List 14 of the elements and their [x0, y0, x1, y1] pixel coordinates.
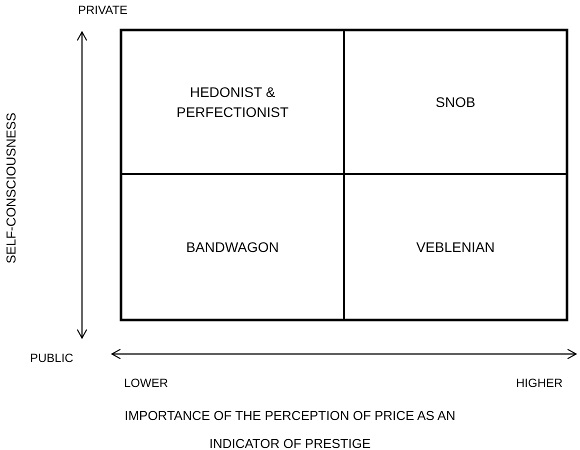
axis-end-label: HIGHER	[516, 376, 563, 390]
axis-end-label: LOWER	[124, 376, 168, 390]
quadrant-label: VEBLENIAN	[416, 238, 495, 257]
quadrant-cell	[121, 30, 344, 174]
quadrant-cell	[344, 174, 567, 320]
axis-title: IMPORTANCE OF THE PERCEPTION OF PRICE AS AN INDICATOR OF PRESTIGE	[124, 407, 456, 450]
quadrant-label: SNOB	[436, 92, 476, 112]
quadrant-cell	[344, 30, 567, 174]
quadrant-cell	[121, 174, 344, 320]
axis-end-label: PUBLIC	[30, 351, 74, 365]
quadrant-label: BANDWAGON	[186, 238, 279, 257]
axis-title: SELF-CONSCIOUSNESS	[4, 112, 18, 264]
quadrant-label: HEDONIST & PERFECTIONIST	[175, 82, 290, 122]
axis-end-label: PRIVATE	[78, 3, 128, 17]
